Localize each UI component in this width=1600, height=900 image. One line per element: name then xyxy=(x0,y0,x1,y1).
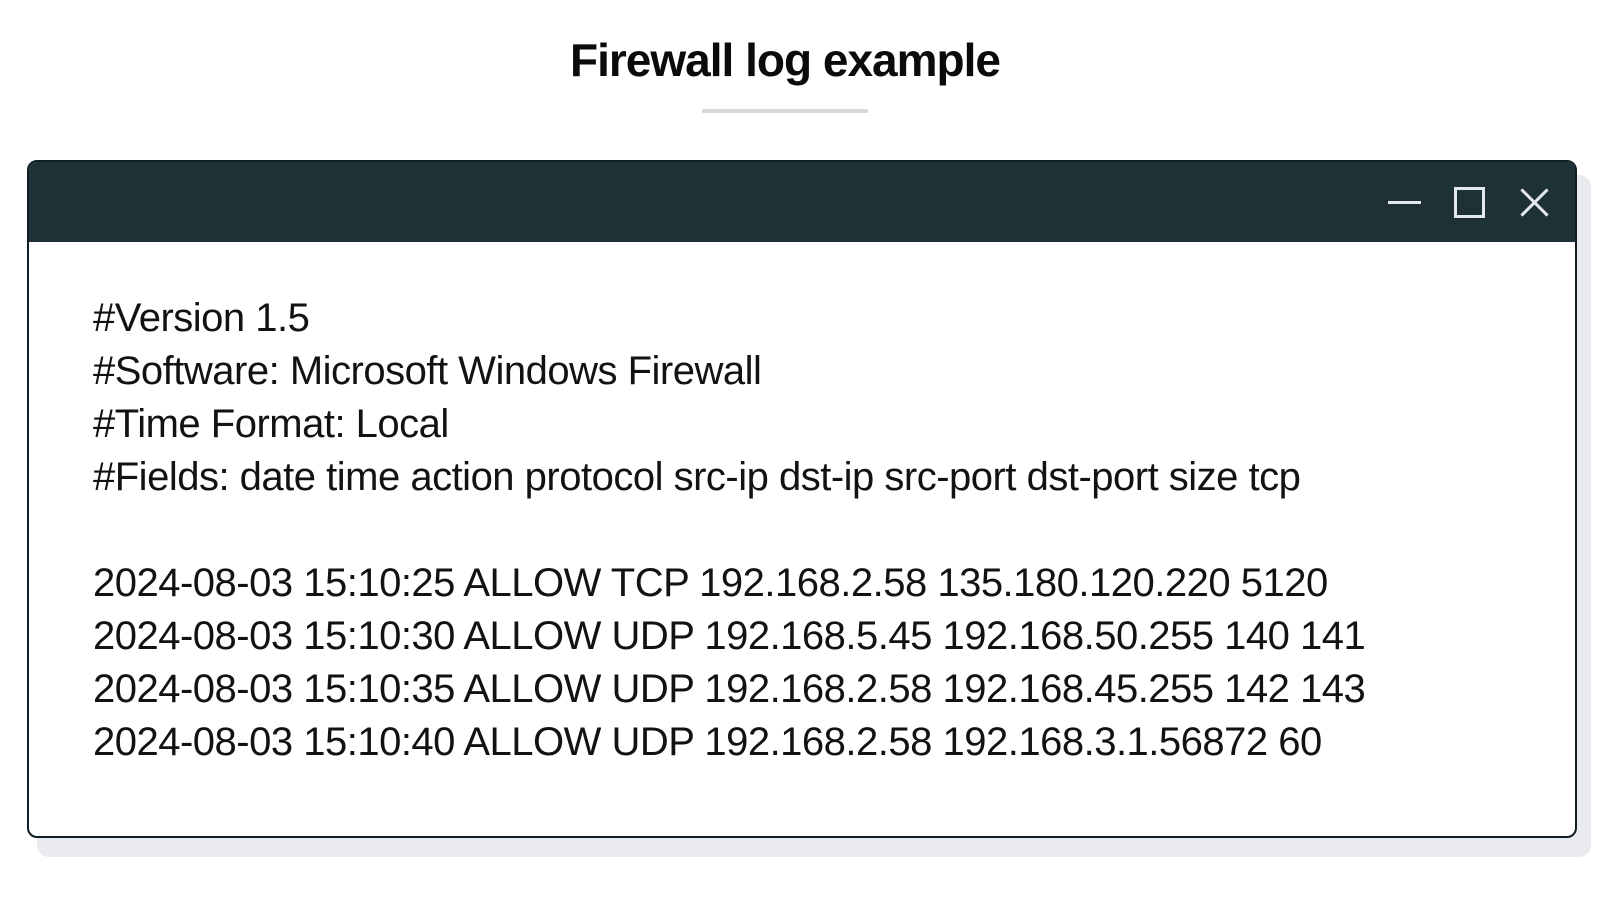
page-title: Firewall log example xyxy=(570,34,1001,86)
close-button[interactable] xyxy=(1518,186,1551,219)
log-header-line: #Time Format: Local xyxy=(93,402,449,446)
title-divider xyxy=(702,108,868,113)
log-header-line: #Software: Microsoft Windows Firewall xyxy=(93,349,762,393)
close-icon xyxy=(1518,186,1551,219)
minimize-button[interactable] xyxy=(1388,186,1421,219)
log-entry-line: 2024-08-03 15:10:30 ALLOW UDP 192.168.5.… xyxy=(93,614,1366,658)
log-blank-line xyxy=(93,504,1515,557)
minimize-icon xyxy=(1388,200,1421,204)
log-header-lines: #Version 1.5 #Software: Microsoft Windows… xyxy=(93,292,1515,504)
maximize-icon xyxy=(1454,186,1485,218)
log-header-line: #Fields: date time action protocol src-i… xyxy=(93,455,1301,499)
heading-section: Firewall log example xyxy=(0,34,1570,113)
log-entry-line: 2024-08-03 15:10:40 ALLOW UDP 192.168.2.… xyxy=(93,720,1322,764)
maximize-button[interactable] xyxy=(1453,186,1486,219)
log-entry-line: 2024-08-03 15:10:25 ALLOW TCP 192.168.2.… xyxy=(93,561,1328,605)
log-header-line: #Version 1.5 xyxy=(93,296,310,340)
firewall-log-window: #Version 1.5 #Software: Microsoft Windows… xyxy=(27,160,1577,838)
log-entry-lines: 2024-08-03 15:10:25 ALLOW TCP 192.168.2.… xyxy=(93,557,1515,769)
log-entry-line: 2024-08-03 15:10:35 ALLOW UDP 192.168.2.… xyxy=(93,667,1366,711)
window-titlebar xyxy=(29,162,1575,242)
log-content: #Version 1.5 #Software: Microsoft Windows… xyxy=(29,242,1575,769)
